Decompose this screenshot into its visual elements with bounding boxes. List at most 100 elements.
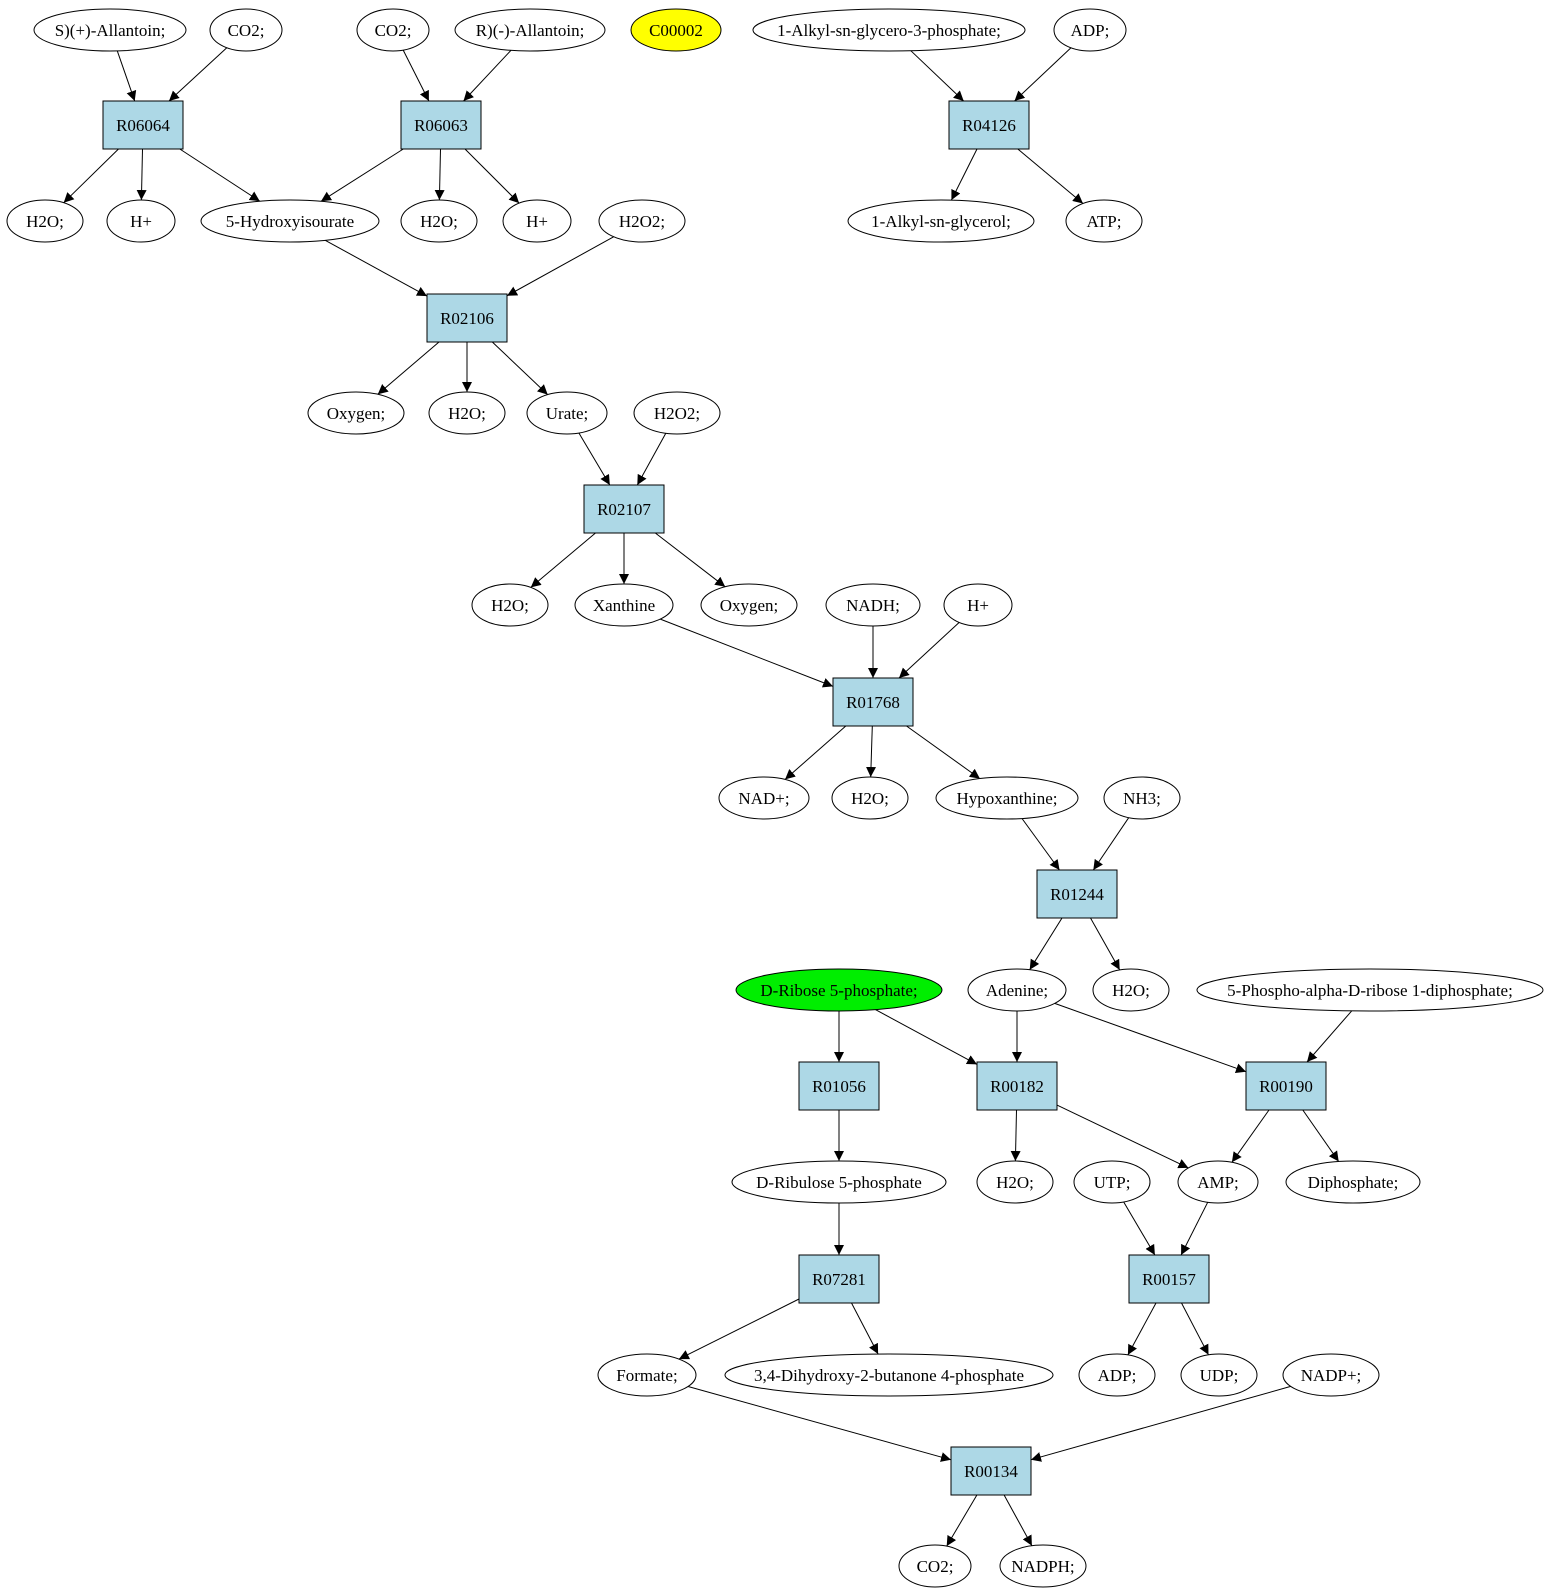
compound-ellipse	[999, 1544, 1087, 1588]
reaction-box	[948, 100, 1030, 150]
node-label: H+	[967, 596, 989, 615]
compound-node-c33: D-Ribulose 5-phosphate	[731, 1160, 947, 1204]
reaction-node-r7: R01244	[1036, 869, 1118, 919]
compound-ellipse	[700, 583, 798, 627]
compound-node-c22: Oxygen;	[700, 583, 798, 627]
compound-ellipse	[574, 583, 674, 627]
compound-node-c10: 5-Hydroxyisourate	[200, 199, 380, 243]
compound-ellipse	[1285, 1160, 1421, 1204]
node-label: R04126	[962, 116, 1016, 135]
node-label: CO2;	[228, 21, 265, 40]
compound-ellipse	[209, 8, 283, 52]
reaction-node-r5: R02107	[583, 484, 665, 534]
edge-r2-c11	[434, 148, 445, 201]
edge-c6-r3	[910, 50, 965, 102]
reaction-node-r13: R00134	[950, 1446, 1032, 1496]
compound-ellipse	[633, 391, 721, 435]
reaction-box	[976, 1061, 1058, 1111]
node-label: NH3;	[1123, 789, 1161, 808]
compound-node-c31: H2O;	[1092, 968, 1170, 1012]
compound-node-c2: CO2;	[209, 8, 283, 52]
node-label: Formate;	[616, 1366, 677, 1385]
compound-node-c39: 3,4-Dihydroxy-2-butanone 4-phosphate	[724, 1353, 1054, 1397]
compound-node-c41: UDP;	[1180, 1353, 1258, 1397]
edge-c2-r1	[168, 47, 228, 102]
compound-node-c21: Xanthine	[574, 583, 674, 627]
compound-ellipse	[598, 199, 686, 243]
edge-r3-c14	[950, 148, 978, 201]
compound-ellipse	[1282, 1353, 1380, 1397]
compound-node-c40: ADP;	[1078, 1353, 1156, 1397]
compound-node-c18: Urate;	[526, 391, 608, 435]
edge-c29-r9	[875, 1009, 978, 1065]
edge-c1-r1	[116, 50, 137, 102]
compound-ellipse	[6, 199, 84, 243]
compound-node-c12: H+	[502, 199, 572, 243]
node-label: Xanthine	[593, 596, 655, 615]
compound-ellipse	[935, 776, 1079, 820]
node-label: ADP;	[1071, 21, 1110, 40]
edge-c13-r4	[506, 236, 614, 297]
node-label: NADH;	[846, 596, 900, 615]
compound-node-c8: H2O;	[6, 199, 84, 243]
compound-node-c34: H2O;	[976, 1160, 1054, 1204]
reaction-box	[400, 100, 482, 150]
edge-r1-c8	[63, 148, 119, 204]
edge-c24-r6	[898, 622, 960, 679]
node-label: R00182	[990, 1077, 1044, 1096]
edge-layer	[63, 47, 1353, 1547]
compound-ellipse	[428, 391, 506, 435]
edge-c30-r10	[1054, 1002, 1247, 1074]
node-label: H+	[130, 212, 152, 231]
compound-ellipse	[307, 391, 405, 435]
compound-node-c35: UTP;	[1073, 1160, 1151, 1204]
node-label: C00002	[649, 21, 703, 40]
node-label: H2O2;	[654, 404, 700, 423]
compound-ellipse	[1196, 968, 1544, 1012]
node-label: AMP;	[1197, 1173, 1239, 1192]
compound-ellipse	[847, 199, 1035, 243]
node-label: UDP;	[1200, 1366, 1239, 1385]
compound-node-c43: CO2;	[898, 1544, 972, 1588]
compound-ellipse	[471, 583, 549, 627]
reaction-box	[1036, 869, 1118, 919]
reaction-box	[426, 293, 508, 343]
compound-node-c37: Diphosphate;	[1285, 1160, 1421, 1204]
compound-node-c32: 5-Phospho-alpha-D-ribose 1-diphosphate;	[1196, 968, 1544, 1012]
compound-node-c14: 1-Alkyl-sn-glycerol;	[847, 199, 1035, 243]
node-label: R06064	[116, 116, 170, 135]
compound-node-c5: C00002	[630, 8, 722, 52]
reaction-node-r4: R02106	[426, 293, 508, 343]
edge-r7-c30	[1029, 917, 1063, 970]
node-label: H2O;	[491, 596, 529, 615]
compound-ellipse	[724, 1353, 1054, 1397]
reaction-node-r1: R06064	[102, 100, 184, 150]
compound-ellipse	[731, 1160, 947, 1204]
edge-r5-c22	[654, 532, 726, 588]
compound-ellipse	[1053, 8, 1127, 52]
edge-c3-r2	[402, 49, 430, 102]
node-label: H2O;	[851, 789, 889, 808]
node-label: D-Ribulose 5-phosphate	[756, 1173, 922, 1192]
node-label: CO2;	[917, 1557, 954, 1576]
edge-c18-r5	[578, 432, 611, 486]
compound-ellipse	[1073, 1160, 1151, 1204]
edge-c19-r5	[636, 433, 667, 486]
node-label: R01244	[1050, 885, 1104, 904]
compound-node-c26: H2O;	[831, 776, 909, 820]
reaction-box	[832, 677, 914, 727]
compound-node-c27: Hypoxanthine;	[935, 776, 1079, 820]
edge-c21-r6	[660, 618, 834, 688]
compound-ellipse	[943, 583, 1013, 627]
node-label: NADP+;	[1301, 1366, 1362, 1385]
edge-r10-c36	[1231, 1109, 1270, 1163]
node-label: 5-Phospho-alpha-D-ribose 1-diphosphate;	[1227, 981, 1513, 1000]
compound-node-c19: H2O2;	[633, 391, 721, 435]
node-label: Oxygen;	[720, 596, 779, 615]
compound-ellipse	[200, 199, 380, 243]
compound-node-c6: 1-Alkyl-sn-glycero-3-phosphate;	[752, 8, 1026, 52]
compound-node-c11: H2O;	[400, 199, 478, 243]
edge-r9-c36	[1056, 1104, 1189, 1169]
edge-r12-c40	[1127, 1302, 1157, 1356]
